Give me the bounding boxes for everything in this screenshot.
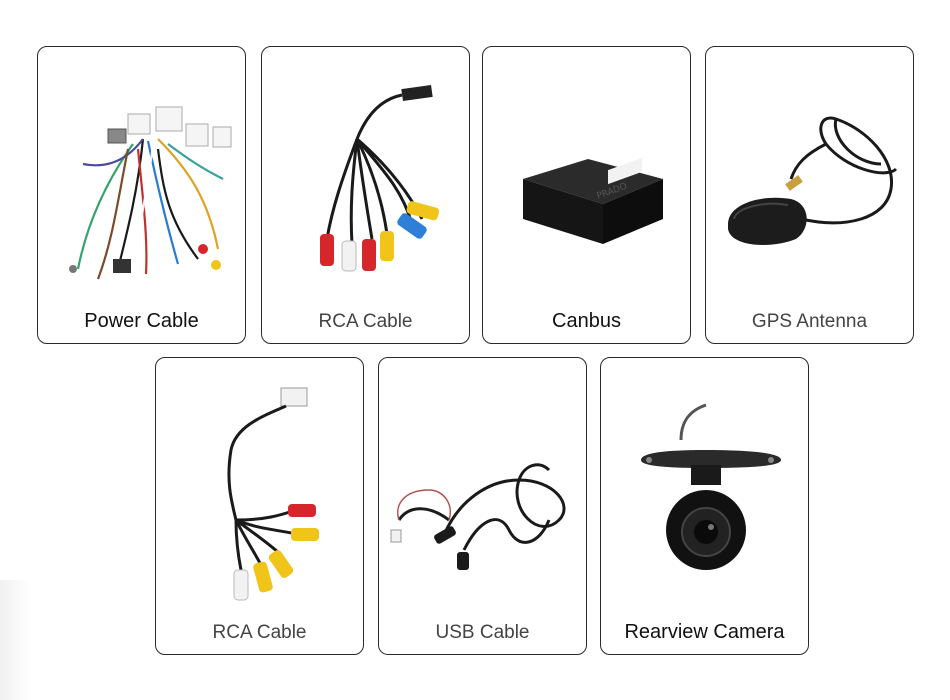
product-label: Rearview Camera — [624, 621, 785, 643]
rca-cable-short-image — [227, 387, 319, 601]
product-card-rearview-camera: Rearview Camera — [600, 357, 809, 655]
background-shade — [0, 580, 30, 700]
product-card-gps-antenna: GPS Antenna — [705, 46, 914, 344]
rca-cable-image — [320, 84, 440, 272]
product-card-usb-cable: USB Cable — [378, 357, 587, 655]
product-label: USB Cable — [435, 622, 530, 643]
product-label: Canbus — [552, 310, 621, 332]
rearview-camera-image — [641, 403, 781, 570]
gps-antenna-image — [728, 116, 898, 245]
product-label: Power Cable — [84, 310, 199, 332]
product-card-rca-cable-2: RCA Cable — [155, 357, 364, 655]
canbus-box-image: PRADO — [523, 157, 663, 244]
power-cable-image — [69, 106, 232, 280]
product-label: GPS Antenna — [751, 311, 868, 332]
product-label: RCA Cable — [318, 311, 413, 332]
product-card-rca-cable: RCA Cable — [261, 46, 470, 344]
product-label: RCA Cable — [212, 622, 307, 643]
product-card-canbus: PRADO Canbus — [482, 46, 691, 344]
usb-cable-image — [390, 463, 566, 570]
product-card-power-cable: Power Cable — [37, 46, 246, 344]
